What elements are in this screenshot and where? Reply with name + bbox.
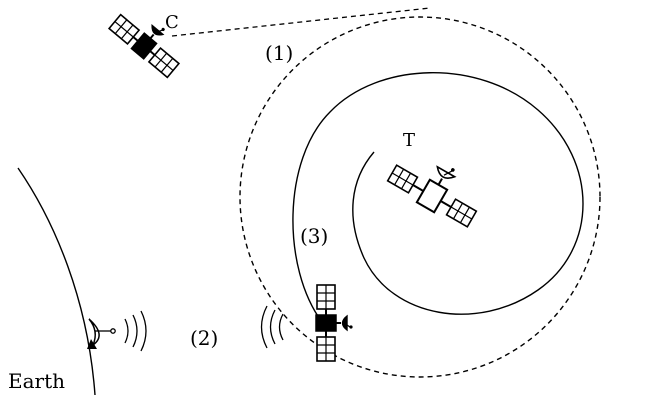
ground-signal-waves (124, 310, 147, 352)
earth-surface (17, 167, 96, 396)
servicer-satellite (316, 285, 353, 361)
label-satellite-c: C (165, 12, 179, 33)
satellite-t (386, 143, 490, 230)
label-step-3: (3) (300, 224, 328, 248)
label-satellite-t: T (403, 130, 415, 151)
label-step-2: (2) (190, 326, 218, 350)
label-step-1: (1) (265, 41, 293, 65)
label-earth: Earth (8, 369, 65, 393)
outer-orbit-dashed (239, 16, 601, 378)
satellite-signal-waves (260, 305, 284, 349)
link-c-to-orbit (171, 7, 431, 37)
transfer-spiral (292, 72, 584, 323)
ground-station-dish-icon (87, 318, 116, 349)
